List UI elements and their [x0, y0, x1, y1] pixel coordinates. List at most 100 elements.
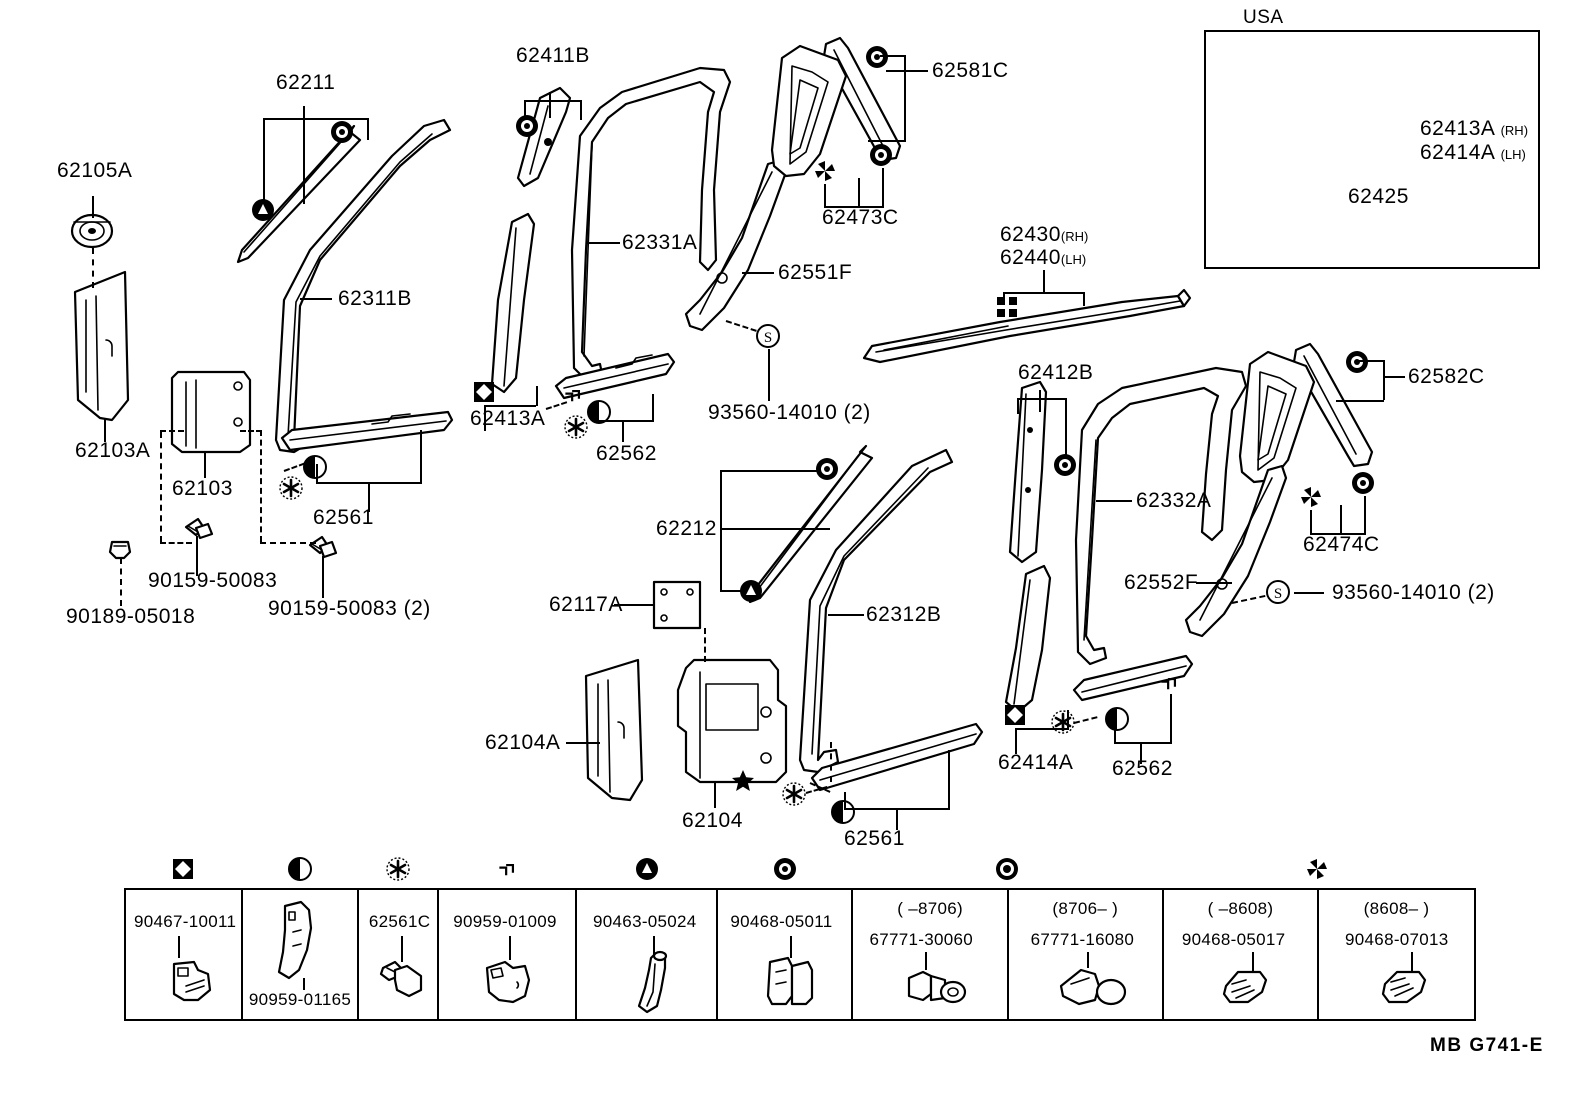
callout-62582c: 62582C: [1408, 365, 1485, 388]
usa-inset-title: USA: [1243, 7, 1284, 28]
legend-part-art: [762, 954, 824, 1012]
leader-line: [484, 405, 536, 407]
leader-line: [580, 100, 582, 120]
svg-text:S: S: [764, 330, 772, 346]
callout-62414a-usa-number: 62414A: [1420, 141, 1495, 164]
leader-line: [586, 242, 620, 244]
s-circle-icon: S: [1265, 579, 1291, 605]
asterisk-circle-icon: [781, 781, 807, 807]
callout-62103: 62103: [172, 477, 233, 500]
staple-icon: [496, 860, 518, 882]
part-62105a-grommet: [72, 215, 112, 247]
square-diamond-icon: [1002, 702, 1028, 728]
leader-line: [263, 118, 265, 204]
callout-62331a: 62331A: [622, 231, 698, 254]
callout-62440: 62440(LH): [1000, 247, 1086, 268]
circle-ring-icon: [329, 119, 355, 145]
legend-cell-6: 90468-05011: [718, 858, 854, 1019]
part-62103a-panel: [75, 272, 128, 420]
callout-62551f: 62551F: [778, 261, 853, 284]
leader-line: [1017, 398, 1019, 414]
leader-line: [653, 936, 656, 956]
rh-suffix: (RH): [1060, 229, 1089, 244]
leader-line: [868, 140, 906, 142]
circle-ring-icon: [868, 142, 894, 168]
leader-line: [316, 482, 420, 484]
leader-line: [1015, 728, 1017, 754]
legend-cell-9: ( –8608) 90468-05017: [1164, 859, 1328, 1019]
leader-line-dashed: [120, 558, 122, 606]
leader-line: [596, 420, 652, 422]
leader-line: [768, 349, 770, 401]
legend-part-number: 67771-16080: [1030, 930, 1135, 949]
leader-line: [509, 936, 512, 960]
leader-line: [824, 206, 882, 208]
callout-62414a-usa: 62414A (LH): [1420, 142, 1526, 163]
leader-line: [178, 936, 180, 958]
leader-line: [549, 92, 551, 118]
clover-icon: [994, 294, 1020, 320]
leader-line: [300, 298, 332, 300]
leader-line: [828, 614, 864, 616]
clover-icon: [812, 158, 838, 184]
leader-line: [720, 528, 830, 530]
leader-line: [316, 464, 318, 484]
legend-cell-7: ( –8706) 67771-30060: [853, 858, 1018, 1019]
legend-part-number: 90959-01009: [453, 912, 557, 931]
legend-part-art: [269, 898, 339, 988]
leader-line: [1196, 582, 1232, 584]
leader-line: [1340, 505, 1342, 535]
legend-part-number: 90468-07013: [1345, 930, 1449, 949]
legend-cell-10: (8608– ) 90468-07013: [1319, 890, 1474, 1019]
legend-cell-4: 90959-01009: [439, 863, 578, 1019]
legend-part-number: 90468-05011: [730, 912, 833, 931]
circle-triangle-icon: [738, 578, 764, 604]
half-circle-icon: [287, 856, 313, 882]
leader-line: [1015, 728, 1067, 730]
leader-line-dashed: [830, 742, 832, 782]
part-62332a-seal: [1076, 368, 1246, 664]
part-62582c-moulding: [1294, 344, 1372, 466]
half-circle-icon: [302, 454, 328, 480]
callout-62411b: 62411B: [516, 44, 590, 67]
callout-62104a: 62104A: [485, 731, 561, 754]
leader-line: [92, 196, 94, 218]
callout-62561-lower: 62561: [844, 827, 905, 850]
leader-line: [622, 420, 624, 442]
callout-62581c: 62581C: [932, 59, 1009, 82]
part-62562-plate-upper: [556, 354, 674, 398]
leader-line: [484, 405, 486, 431]
leader-line: [790, 936, 793, 958]
circle-ring-icon: [814, 456, 840, 482]
circle-triangle-icon: [634, 856, 660, 882]
part-62103-bracket: [172, 372, 250, 452]
legend-part-number: 90468-05017: [1181, 930, 1286, 949]
legend-cell-3: 62561C: [359, 857, 440, 1019]
leader-line: [1310, 510, 1312, 535]
circle-ring-icon: [1052, 452, 1078, 478]
legend-cell-2: 90959-01165: [243, 857, 359, 1019]
staple-icon: [562, 386, 584, 408]
part-62473c-garnish: [772, 46, 846, 176]
leader-line: [614, 604, 654, 606]
callout-62430: 62430(RH): [1000, 224, 1088, 245]
legend-cell-5: 90463-05024: [577, 858, 719, 1019]
part-62552f-garnish: [1186, 466, 1286, 636]
leader-line: [1170, 694, 1172, 744]
part-62411b-garnish: [518, 88, 570, 186]
bullseye-icon: [994, 856, 1020, 882]
asterisk-circle-icon: [563, 414, 589, 440]
leader-line: [1065, 398, 1067, 456]
leader-line: [720, 470, 722, 590]
callout-62552f: 62552F: [1124, 571, 1199, 594]
leader-line: [1114, 728, 1116, 744]
clover-icon: [1304, 856, 1330, 882]
leader-line: [536, 386, 538, 406]
asterisk-circle-icon: [1050, 709, 1076, 735]
callout-62211: 62211: [276, 71, 336, 94]
callout-62562-upper: 62562: [596, 442, 657, 465]
leader-line: [196, 536, 198, 576]
leader-line: [720, 470, 820, 472]
leader-line: [1383, 376, 1405, 378]
